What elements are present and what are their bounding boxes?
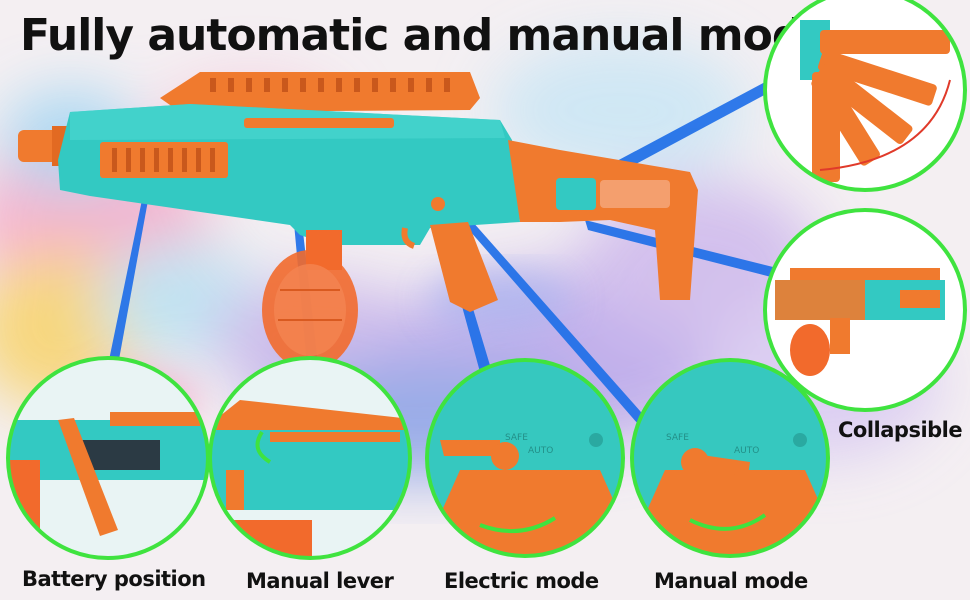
callout-stock-fold bbox=[763, 0, 967, 192]
safe-text: SAFE bbox=[666, 433, 689, 443]
caption-collapsible: Collapsible bbox=[838, 418, 963, 442]
drum-magazine bbox=[262, 230, 358, 370]
blaster-body bbox=[18, 72, 698, 370]
callout-manual-lever bbox=[208, 356, 412, 560]
caption-electric-mode: Electric mode bbox=[444, 569, 599, 593]
caption-manual-mode: Manual mode bbox=[654, 569, 808, 593]
page-title: Fully automatic and manual modes bbox=[20, 10, 857, 61]
auto-text: AUTO bbox=[734, 446, 759, 456]
callout-manual-mode: SAFE AUTO bbox=[630, 358, 830, 558]
caption-battery-position: Battery position bbox=[22, 567, 206, 591]
callout-collapsible bbox=[763, 208, 967, 412]
callout-battery bbox=[6, 356, 210, 560]
callout-electric-mode: SAFE AUTO bbox=[425, 358, 625, 558]
safe-text: SAFE bbox=[505, 433, 528, 443]
caption-manual-lever: Manual lever bbox=[246, 569, 394, 593]
auto-text: AUTO bbox=[528, 446, 553, 456]
